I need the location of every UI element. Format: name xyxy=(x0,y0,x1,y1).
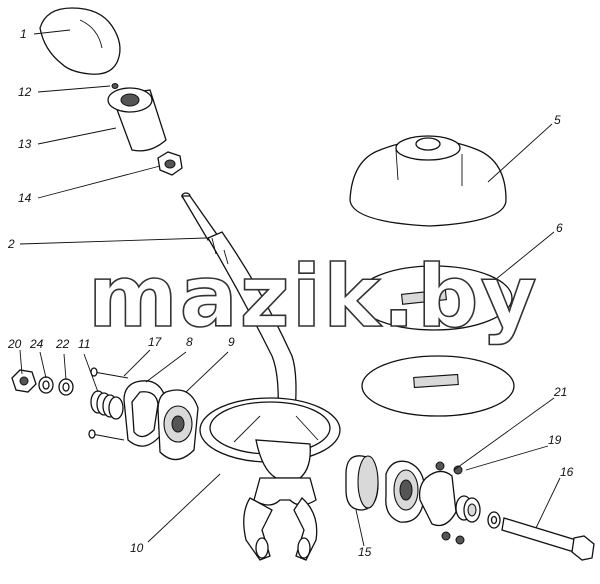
part-plate-upper xyxy=(355,265,513,331)
callout-20: 20 xyxy=(7,337,22,351)
part-flange-housing xyxy=(157,389,199,461)
part-bolts xyxy=(88,367,129,441)
callout-12: 12 xyxy=(18,85,32,99)
part-gasket-left xyxy=(123,380,167,447)
part-cone-bushing xyxy=(107,87,167,152)
callout-5: 5 xyxy=(554,113,561,127)
callout-21: 21 xyxy=(553,385,567,399)
callout-14: 14 xyxy=(18,191,32,205)
part-pin xyxy=(111,83,119,89)
callout-8: 8 xyxy=(186,335,193,349)
callout-22: 22 xyxy=(55,337,70,351)
part-dome-cover xyxy=(349,135,507,227)
callout-labels: 1 12 13 14 2 5 6 20 24 22 11 17 8 9 10 1… xyxy=(7,27,574,559)
part-ring-base xyxy=(199,397,341,479)
part-gasket-right xyxy=(418,461,465,545)
part-nut-top xyxy=(157,151,183,176)
callout-15: 15 xyxy=(358,545,372,559)
watermark-text: mazik.by xyxy=(88,247,539,347)
part-washer-24 xyxy=(38,376,54,394)
callout-16: 16 xyxy=(560,465,574,479)
part-fork xyxy=(243,477,318,561)
leader-lines xyxy=(19,29,561,547)
part-spring xyxy=(90,390,124,420)
callout-9: 9 xyxy=(228,335,235,349)
part-bushing-right xyxy=(455,495,481,523)
part-bearing-assembly xyxy=(345,455,426,523)
part-nut-left xyxy=(11,369,37,393)
part-washer-22 xyxy=(58,378,74,396)
callout-10: 10 xyxy=(130,541,144,555)
callout-17: 17 xyxy=(148,335,163,349)
callout-2: 2 xyxy=(7,237,15,251)
callout-1: 1 xyxy=(20,27,27,41)
part-knob xyxy=(39,7,121,75)
callout-6: 6 xyxy=(556,221,563,235)
callout-11: 11 xyxy=(78,337,90,351)
callout-13: 13 xyxy=(18,137,32,151)
callout-24: 24 xyxy=(29,337,44,351)
part-plate-lower xyxy=(361,355,515,417)
part-washer-right xyxy=(487,511,501,529)
part-long-bolt xyxy=(501,517,595,561)
callout-19: 19 xyxy=(548,433,562,447)
